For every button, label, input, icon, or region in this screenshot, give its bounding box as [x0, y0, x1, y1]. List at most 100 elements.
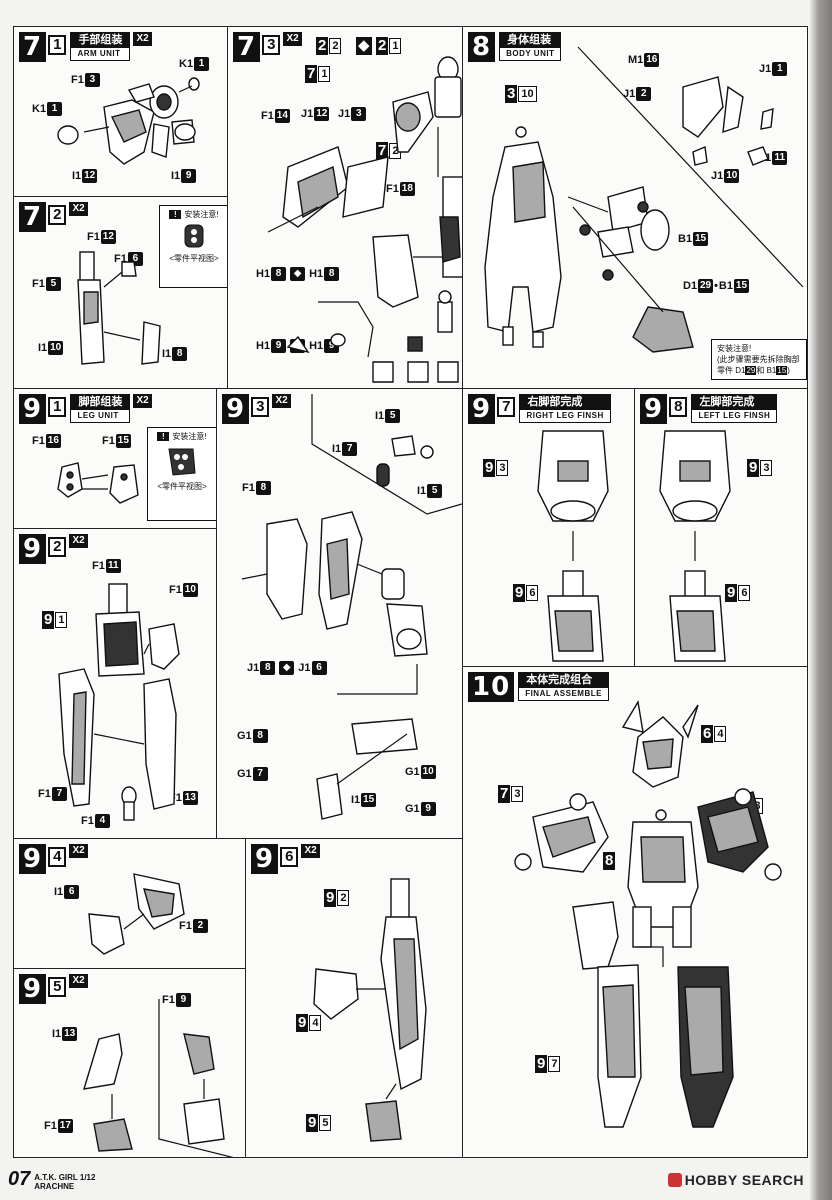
page-footer: 07 A.T.K. GIRL 1/12 ARACHNE [8, 1168, 95, 1191]
step-sub-number: 5 [48, 977, 67, 997]
step-sub-number: 1 [48, 35, 67, 55]
step-sub-number: 2 [48, 537, 67, 557]
step-number: 9 [19, 974, 47, 1004]
step-title-cn: 本体完成组合 [518, 672, 609, 688]
product-title: A.T.K. GIRL 1/12 ARACHNE [34, 1173, 96, 1191]
hobby-search-logo-icon [667, 1173, 682, 1187]
step-7-1-header: 7 1 手部组装 ARM UNIT X2 [19, 32, 152, 62]
step-title-cn: 身体组装 [499, 32, 562, 48]
install-note: 安装注意! (此步骤需要先拆除胸部 零件 D129和 B115) [711, 339, 807, 380]
step-9-8-header: 9 8 左脚部完成 LEFT LEG FINSH [640, 394, 778, 424]
part-front-view-icon [184, 224, 204, 248]
page-number: 07 [8, 1168, 31, 1190]
step-title-en: BODY UNIT [499, 48, 562, 61]
swap-icon: ◆ [356, 37, 372, 55]
quantity-badge: X2 [69, 844, 88, 858]
watermark: HOBBY SEARCH [667, 1172, 804, 1188]
step-title-cn: 左脚部完成 [691, 394, 778, 410]
step-title-en: LEFT LEG FINSH [691, 410, 778, 423]
ref-step: 8 [603, 852, 616, 870]
quantity-badge: X2 [69, 974, 88, 988]
step-sub-number: 2 [48, 205, 67, 225]
page-edge-shadow [810, 0, 832, 1200]
step-number: 9 [19, 394, 47, 424]
step-number: 10 [468, 672, 515, 702]
arm-forearm-drawing [77, 251, 161, 365]
knee-assembly-drawing [241, 394, 462, 820]
step-9-4-header: 9 4 X2 [19, 844, 88, 874]
install-notice: !安装注意! <零件平视图> [159, 205, 227, 288]
quantity-badge: X2 [272, 394, 291, 408]
lower-leg-drawing [313, 878, 427, 1142]
step-title-cn: 脚部组装 [70, 394, 131, 410]
step-9-6-header: 9 6 X2 [251, 844, 320, 874]
shin-guard-drawing [88, 873, 185, 955]
step-9-2-header: 9 2 X2 [19, 534, 88, 564]
arm-unit-drawing [57, 77, 200, 165]
step-7-3-header: 7 3 X2 [233, 32, 302, 62]
step-10-header: 10 本体完成组合 FINAL ASSEMBLE [468, 672, 609, 702]
step-title-en: RIGHT LEG FINSH [519, 410, 611, 423]
thigh-assembly-drawing [58, 583, 180, 821]
step-number: 7 [19, 202, 47, 232]
quantity-badge: X2 [133, 394, 152, 408]
step-10-panel: 10 本体完成组合 FINAL ASSEMBLE 64 73 73 8 97 9… [463, 667, 807, 1157]
step-number: 9 [251, 844, 279, 874]
step-number: 9 [19, 844, 47, 874]
step-sub-number: 6 [280, 847, 299, 867]
leg-joint-drawing [57, 462, 139, 504]
step-title-cn: 手部组装 [70, 32, 131, 48]
step-number: 8 [468, 32, 496, 62]
quantity-badge: X2 [69, 534, 88, 548]
step-sub-number: 1 [48, 397, 67, 417]
final-assembly-drawing [514, 700, 782, 1128]
quantity-badge: X2 [301, 844, 320, 858]
